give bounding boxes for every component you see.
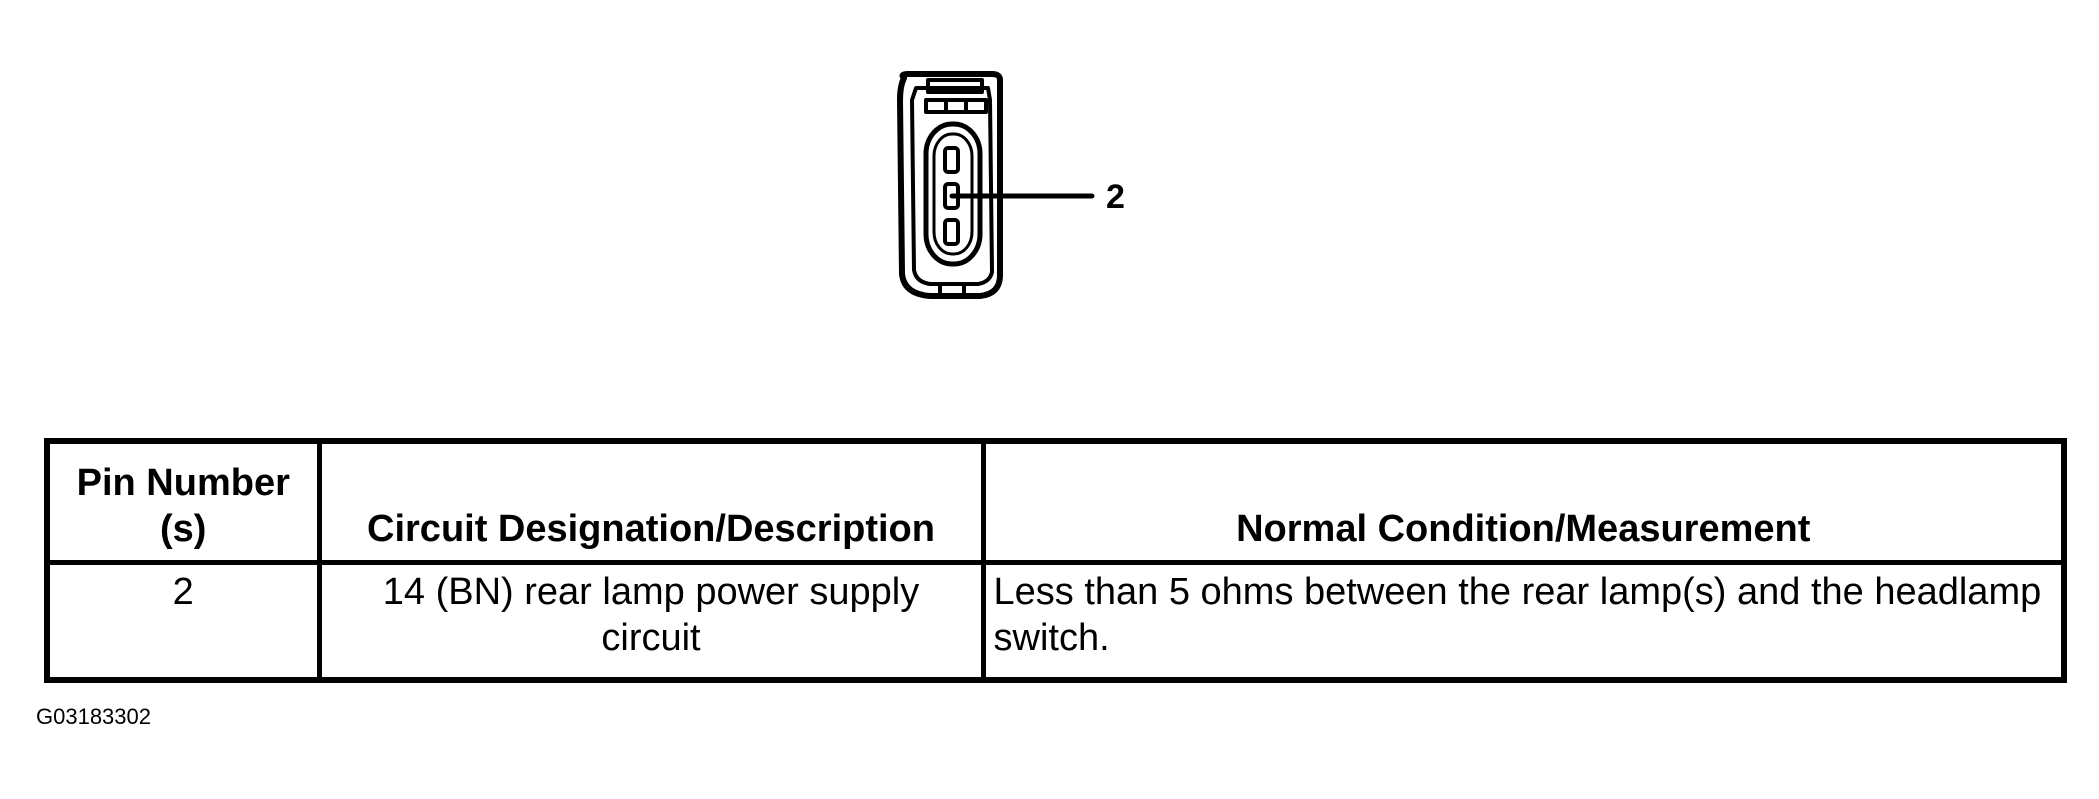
table-row: 2 14 (BN) rear lamp power supply circuit… [44, 560, 2067, 683]
header-pin-number: Pin Number (s) [44, 438, 322, 565]
connector-latch [926, 78, 984, 94]
header-normal-condition: Normal Condition/Measurement [980, 438, 2067, 565]
connector-bottom-tab [938, 282, 966, 298]
cell-measurement: Less than 5 ohms between the rear lamp(s… [980, 560, 2067, 683]
figure-id: G03183302 [36, 704, 151, 729]
pin-3 [943, 218, 960, 246]
header-circuit-designation: Circuit Designation/Description [316, 438, 986, 565]
connector-housing-inner [910, 86, 994, 286]
table-header-row: Pin Number (s) Circuit Designation/Descr… [44, 438, 2067, 565]
connector-diagram: 2 [870, 60, 1170, 310]
connector-face-drawing: 2 [897, 71, 1125, 299]
cell-pin: 2 [44, 560, 322, 683]
pin-1 [943, 146, 960, 174]
cell-circuit: 14 (BN) rear lamp power supply circuit [316, 560, 986, 683]
pin-table: Pin Number (s) Circuit Designation/Descr… [44, 438, 2067, 683]
pin-callout-label: 2 [1106, 178, 1125, 216]
connector-housing-outline [897, 71, 1003, 299]
